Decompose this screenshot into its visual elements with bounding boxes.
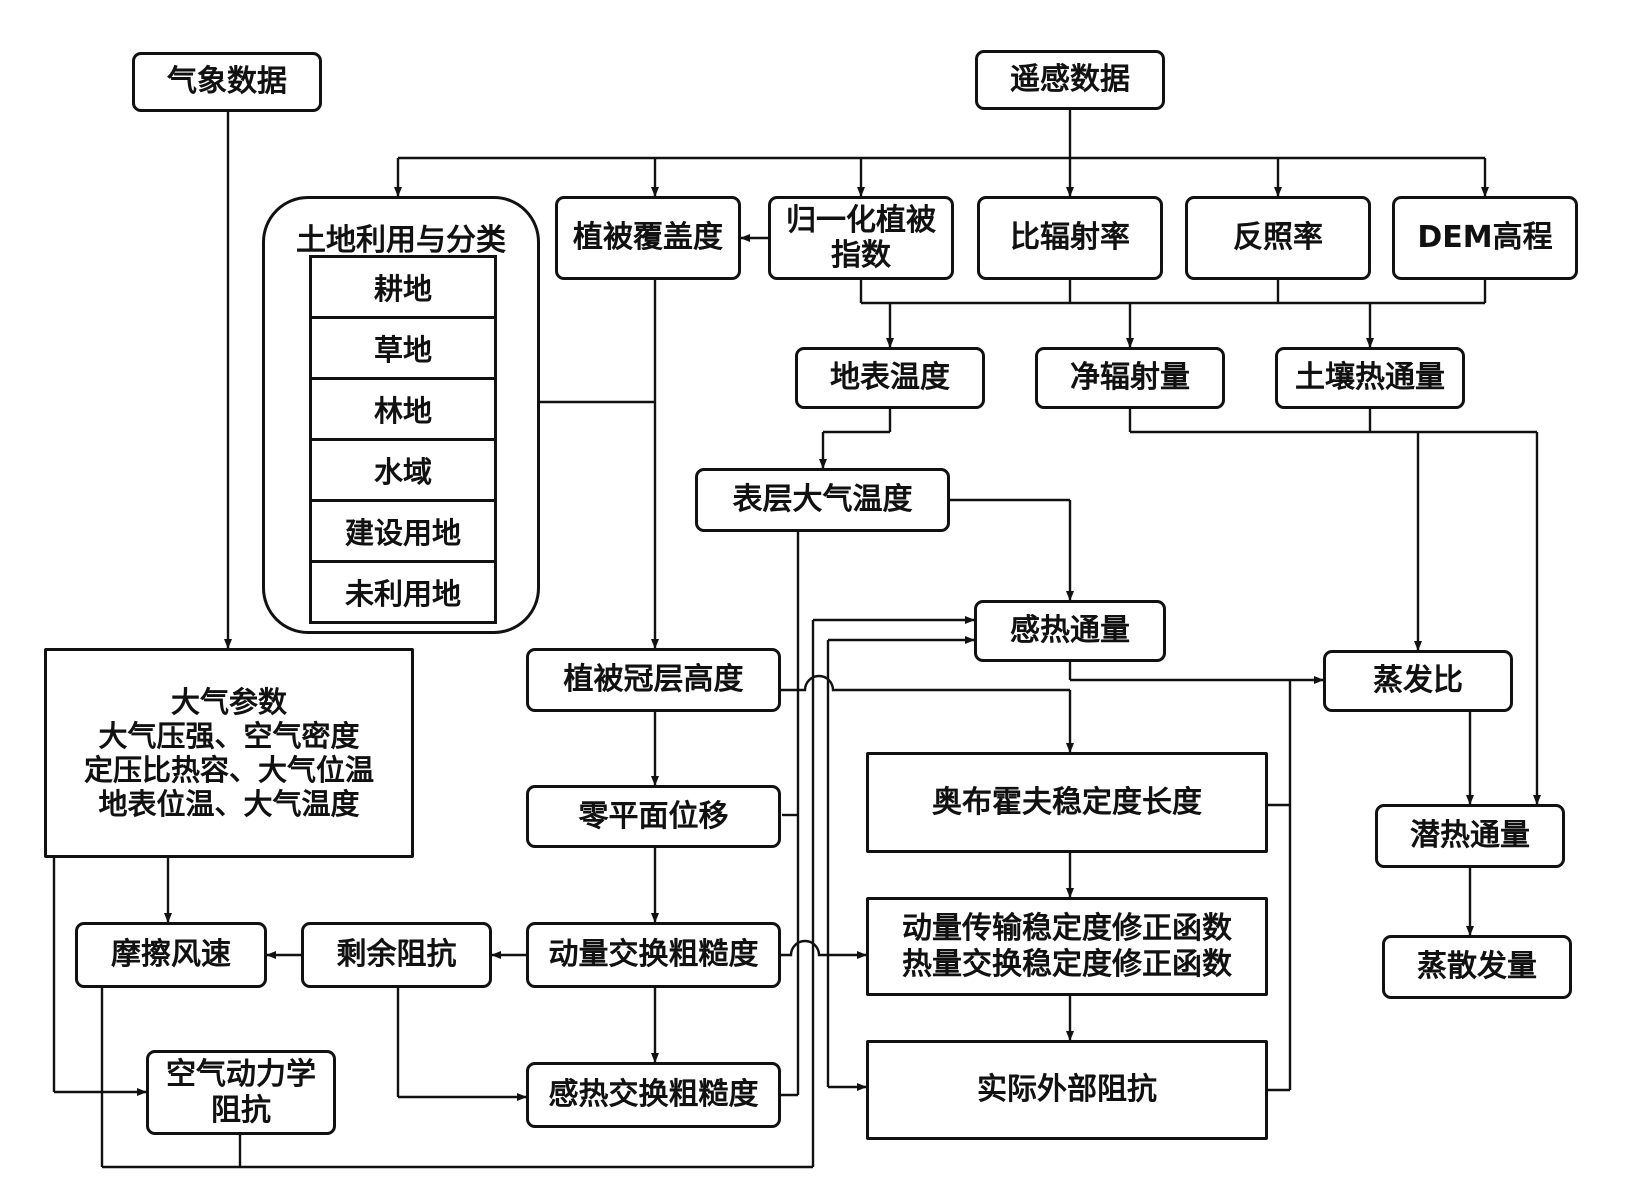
atmospheric-parameters-line: 大气压强、空气密度 bbox=[98, 718, 360, 753]
meteorological-data-node: 气象数据 bbox=[132, 52, 322, 112]
zero-plane-displacement-label: 零平面位移 bbox=[578, 798, 729, 834]
land-class-forest: 林地 bbox=[309, 377, 497, 441]
land-class-label: 水域 bbox=[373, 455, 432, 489]
atmospheric-parameters-node: 大气参数 大气压强、空气密度 定压比热容、大气位温 地表位温、大气温度 bbox=[44, 648, 414, 858]
aerodynamic-resistance-node: 空气动力学 阻抗 bbox=[146, 1050, 336, 1135]
meteorological-data-label: 气象数据 bbox=[167, 64, 287, 100]
friction-velocity-node: 摩擦风速 bbox=[75, 922, 267, 988]
heat-roughness-node: 感热交换粗糙度 bbox=[526, 1062, 781, 1128]
remote-sensing-data-node: 遥感数据 bbox=[975, 50, 1165, 110]
ndvi-label-line2: 指数 bbox=[831, 238, 891, 273]
surface-air-temperature-label: 表层大气温度 bbox=[732, 482, 913, 518]
ndvi-label-line1: 归一化植被 bbox=[786, 202, 936, 238]
surface-temperature-label: 地表温度 bbox=[830, 360, 950, 396]
residual-resistance-node: 剩余阻抗 bbox=[301, 922, 492, 988]
land-class-label: 未利用地 bbox=[344, 577, 461, 611]
land-class-grassland: 草地 bbox=[309, 316, 497, 380]
land-use-title: 土地利用与分类 bbox=[296, 223, 506, 258]
evapotranspiration-label: 蒸散发量 bbox=[1417, 949, 1537, 985]
land-use-group: 土地利用与分类 耕地 草地 林地 水域 建设用地 未利用地 bbox=[262, 196, 540, 634]
dem-elevation-node: DEM高程 bbox=[1392, 196, 1578, 280]
obukhov-length-node: 奥布霍夫稳定度长度 bbox=[866, 752, 1268, 853]
obukhov-length-label: 奥布霍夫稳定度长度 bbox=[932, 784, 1202, 820]
latent-heat-flux-label: 潜热通量 bbox=[1410, 818, 1530, 854]
ndvi-node: 归一化植被 指数 bbox=[768, 196, 954, 280]
land-class-water: 水域 bbox=[309, 438, 497, 502]
aerodynamic-resistance-label-line2: 阻抗 bbox=[211, 1092, 271, 1128]
vegetation-cover-label: 植被覆盖度 bbox=[573, 220, 723, 256]
albedo-node: 反照率 bbox=[1185, 196, 1371, 280]
heat-roughness-label: 感热交换粗糙度 bbox=[548, 1077, 759, 1113]
land-class-label: 草地 bbox=[373, 333, 432, 367]
actual-external-resistance-label: 实际外部阻抗 bbox=[977, 1072, 1157, 1108]
residual-resistance-label: 剩余阻抗 bbox=[336, 937, 457, 973]
aerodynamic-resistance-label-line1: 空气动力学 bbox=[166, 1057, 316, 1093]
sensible-heat-flux-label: 感热通量 bbox=[1010, 613, 1130, 649]
zero-plane-displacement-node: 零平面位移 bbox=[526, 785, 781, 848]
remote-sensing-data-label: 遥感数据 bbox=[1010, 62, 1130, 98]
evaporative-fraction-node: 蒸发比 bbox=[1323, 650, 1513, 712]
net-radiation-node: 净辐射量 bbox=[1035, 347, 1225, 409]
land-class-unused: 未利用地 bbox=[309, 560, 497, 624]
albedo-label: 反照率 bbox=[1233, 220, 1323, 256]
soil-heat-flux-label: 土壤热通量 bbox=[1295, 360, 1445, 396]
land-class-label: 耕地 bbox=[373, 272, 432, 306]
actual-external-resistance-node: 实际外部阻抗 bbox=[866, 1040, 1268, 1140]
canopy-height-node: 植被冠层高度 bbox=[526, 648, 781, 712]
atmospheric-parameters-line: 地表位温、大气温度 bbox=[98, 787, 360, 822]
soil-heat-flux-node: 土壤热通量 bbox=[1275, 347, 1465, 409]
vegetation-cover-node: 植被覆盖度 bbox=[555, 196, 741, 280]
stability-correction-heat-label: 热量交换稳定度修正函数 bbox=[902, 946, 1232, 982]
land-class-built-up: 建设用地 bbox=[309, 499, 497, 563]
surface-temperature-node: 地表温度 bbox=[795, 347, 985, 409]
atmospheric-parameters-title: 大气参数 bbox=[170, 684, 287, 719]
dem-elevation-label: DEM高程 bbox=[1417, 220, 1553, 256]
friction-velocity-label: 摩擦风速 bbox=[111, 937, 231, 973]
land-class-label: 建设用地 bbox=[344, 516, 461, 550]
evapotranspiration-node: 蒸散发量 bbox=[1382, 935, 1572, 999]
land-class-label: 林地 bbox=[373, 394, 432, 428]
latent-heat-flux-node: 潜热通量 bbox=[1375, 804, 1565, 868]
stability-correction-momentum-label: 动量传输稳定度修正函数 bbox=[902, 911, 1232, 947]
emissivity-node: 比辐射率 bbox=[977, 196, 1163, 280]
evaporative-fraction-label: 蒸发比 bbox=[1373, 663, 1463, 699]
stability-correction-node: 动量传输稳定度修正函数 热量交换稳定度修正函数 bbox=[866, 897, 1268, 996]
land-class-cropland: 耕地 bbox=[309, 255, 497, 319]
net-radiation-label: 净辐射量 bbox=[1070, 360, 1190, 396]
sensible-heat-flux-node: 感热通量 bbox=[974, 600, 1166, 662]
canopy-height-label: 植被冠层高度 bbox=[563, 662, 744, 698]
emissivity-label: 比辐射率 bbox=[1010, 220, 1130, 256]
surface-air-temperature-node: 表层大气温度 bbox=[695, 468, 950, 532]
momentum-roughness-label: 动量交换粗糙度 bbox=[548, 937, 759, 973]
momentum-roughness-node: 动量交换粗糙度 bbox=[526, 922, 781, 988]
atmospheric-parameters-line: 定压比热容、大气位温 bbox=[83, 753, 374, 787]
